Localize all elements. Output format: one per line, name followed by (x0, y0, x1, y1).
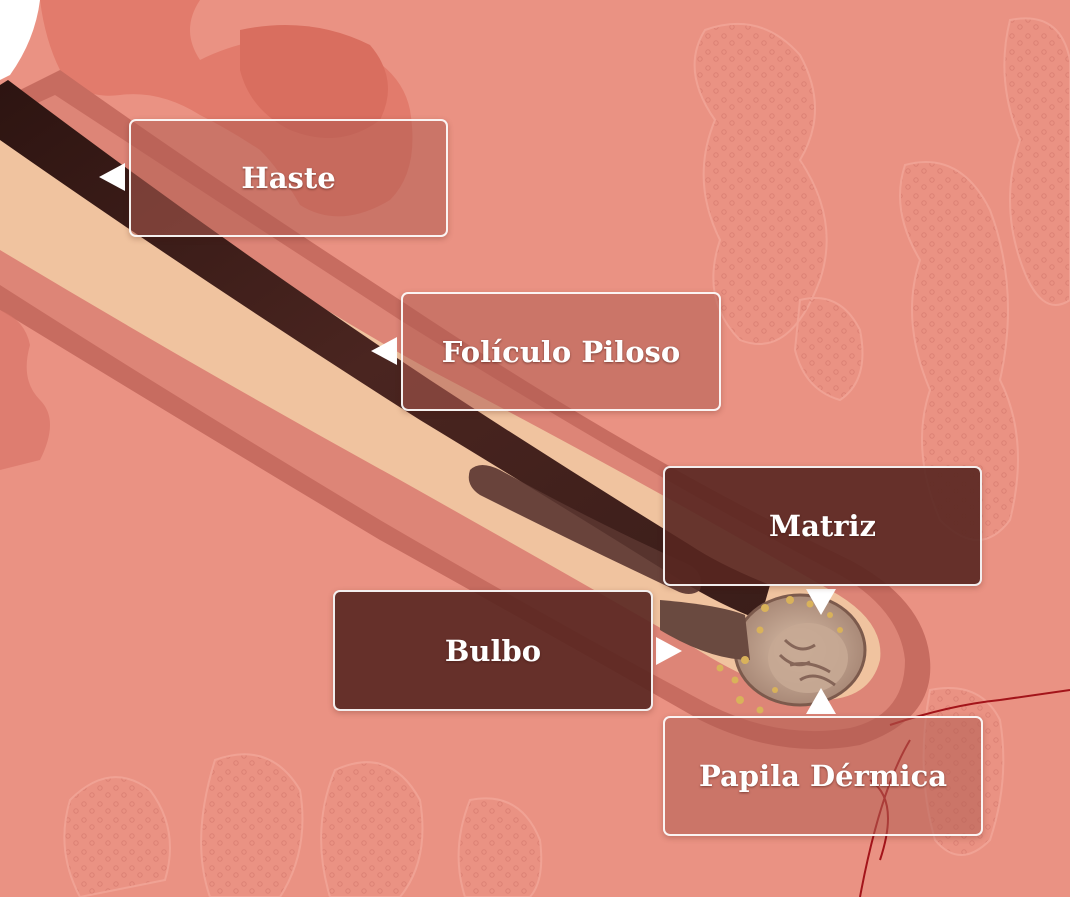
label-papila-dermica-text: Papila Dérmica (699, 759, 947, 793)
label-foliculo-piloso[interactable]: Folículo Piloso (401, 292, 721, 411)
gland-lobule (201, 754, 302, 897)
foliculo-pointer-icon (371, 337, 397, 365)
gland-lobule (64, 777, 170, 897)
bulbo-pointer-icon (656, 637, 682, 665)
label-matriz[interactable]: Matriz (663, 466, 982, 586)
label-bulbo[interactable]: Bulbo (333, 590, 653, 711)
label-bulbo-text: Bulbo (445, 634, 541, 668)
label-haste[interactable]: Haste (129, 119, 448, 237)
haste-pointer-icon (99, 163, 125, 191)
label-foliculo-piloso-text: Folículo Piloso (442, 335, 680, 369)
label-matriz-text: Matriz (769, 509, 876, 543)
label-papila-dermica[interactable]: Papila Dérmica (663, 716, 983, 836)
label-haste-text: Haste (241, 161, 335, 195)
papila-pointer-icon (806, 688, 836, 714)
gland-lobule (321, 762, 422, 897)
papilla-core (768, 623, 848, 693)
matriz-pointer-icon (806, 589, 836, 615)
